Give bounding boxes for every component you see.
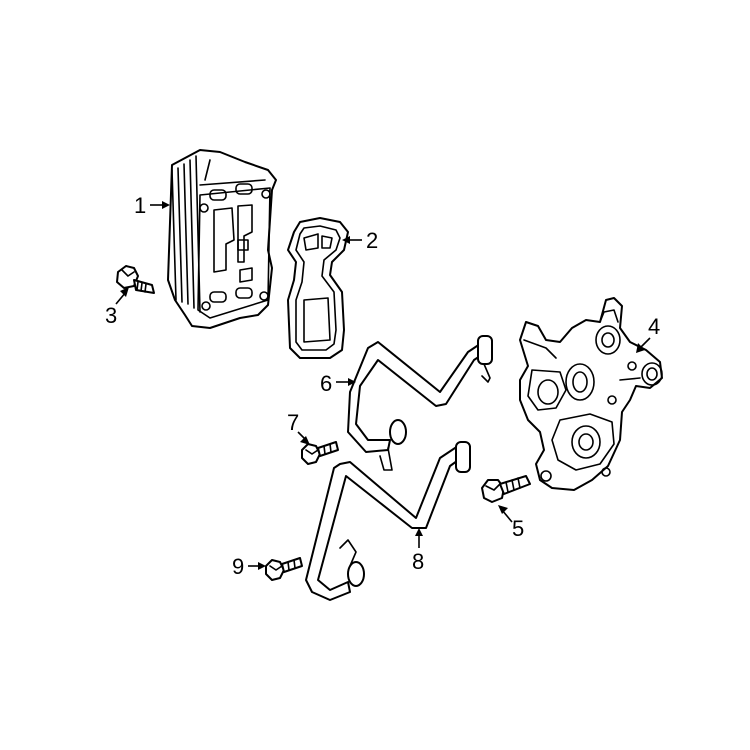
callout-5: 5 xyxy=(498,505,524,541)
bolt-part-7 xyxy=(301,441,339,465)
leader-arrow-5 xyxy=(498,505,508,514)
callout-1: 1 xyxy=(134,193,170,218)
callout-label-3: 3 xyxy=(105,303,117,328)
callout-8: 8 xyxy=(412,528,424,574)
oil-line-part-6 xyxy=(347,335,493,471)
leader-arrow-4 xyxy=(636,343,645,353)
callout-label-7: 7 xyxy=(287,410,299,435)
callout-2: 2 xyxy=(342,228,378,253)
leader-arrow-3 xyxy=(120,287,129,297)
callout-label-5: 5 xyxy=(512,516,524,541)
callout-label-4: 4 xyxy=(648,314,660,339)
callout-label-2: 2 xyxy=(366,228,378,253)
leader-arrow-2 xyxy=(342,236,350,244)
callout-3: 3 xyxy=(105,287,129,328)
leader-arrow-9 xyxy=(258,562,266,570)
leader-arrow-8 xyxy=(415,528,423,536)
bolt-part-3 xyxy=(116,265,155,294)
leader-arrow-7 xyxy=(300,436,310,445)
leader-arrow-6 xyxy=(348,378,356,386)
leader-arrow-1 xyxy=(162,201,170,209)
leader-line-4 xyxy=(639,337,651,349)
callout-6: 6 xyxy=(320,371,356,396)
callout-label-6: 6 xyxy=(320,371,332,396)
callout-label-8: 8 xyxy=(412,549,424,574)
callout-label-1: 1 xyxy=(134,193,146,218)
callout-9: 9 xyxy=(232,554,266,579)
bolt-part-5 xyxy=(481,475,531,503)
bolt-part-9 xyxy=(265,557,303,581)
gasket-part-2 xyxy=(287,217,349,359)
filter-housing-part-4 xyxy=(519,297,663,491)
callout-4: 4 xyxy=(636,314,660,353)
oil-cooler-part-1 xyxy=(167,149,277,329)
oil-line-part-8 xyxy=(305,441,471,601)
callout-7: 7 xyxy=(287,410,310,445)
callout-label-9: 9 xyxy=(232,554,244,579)
